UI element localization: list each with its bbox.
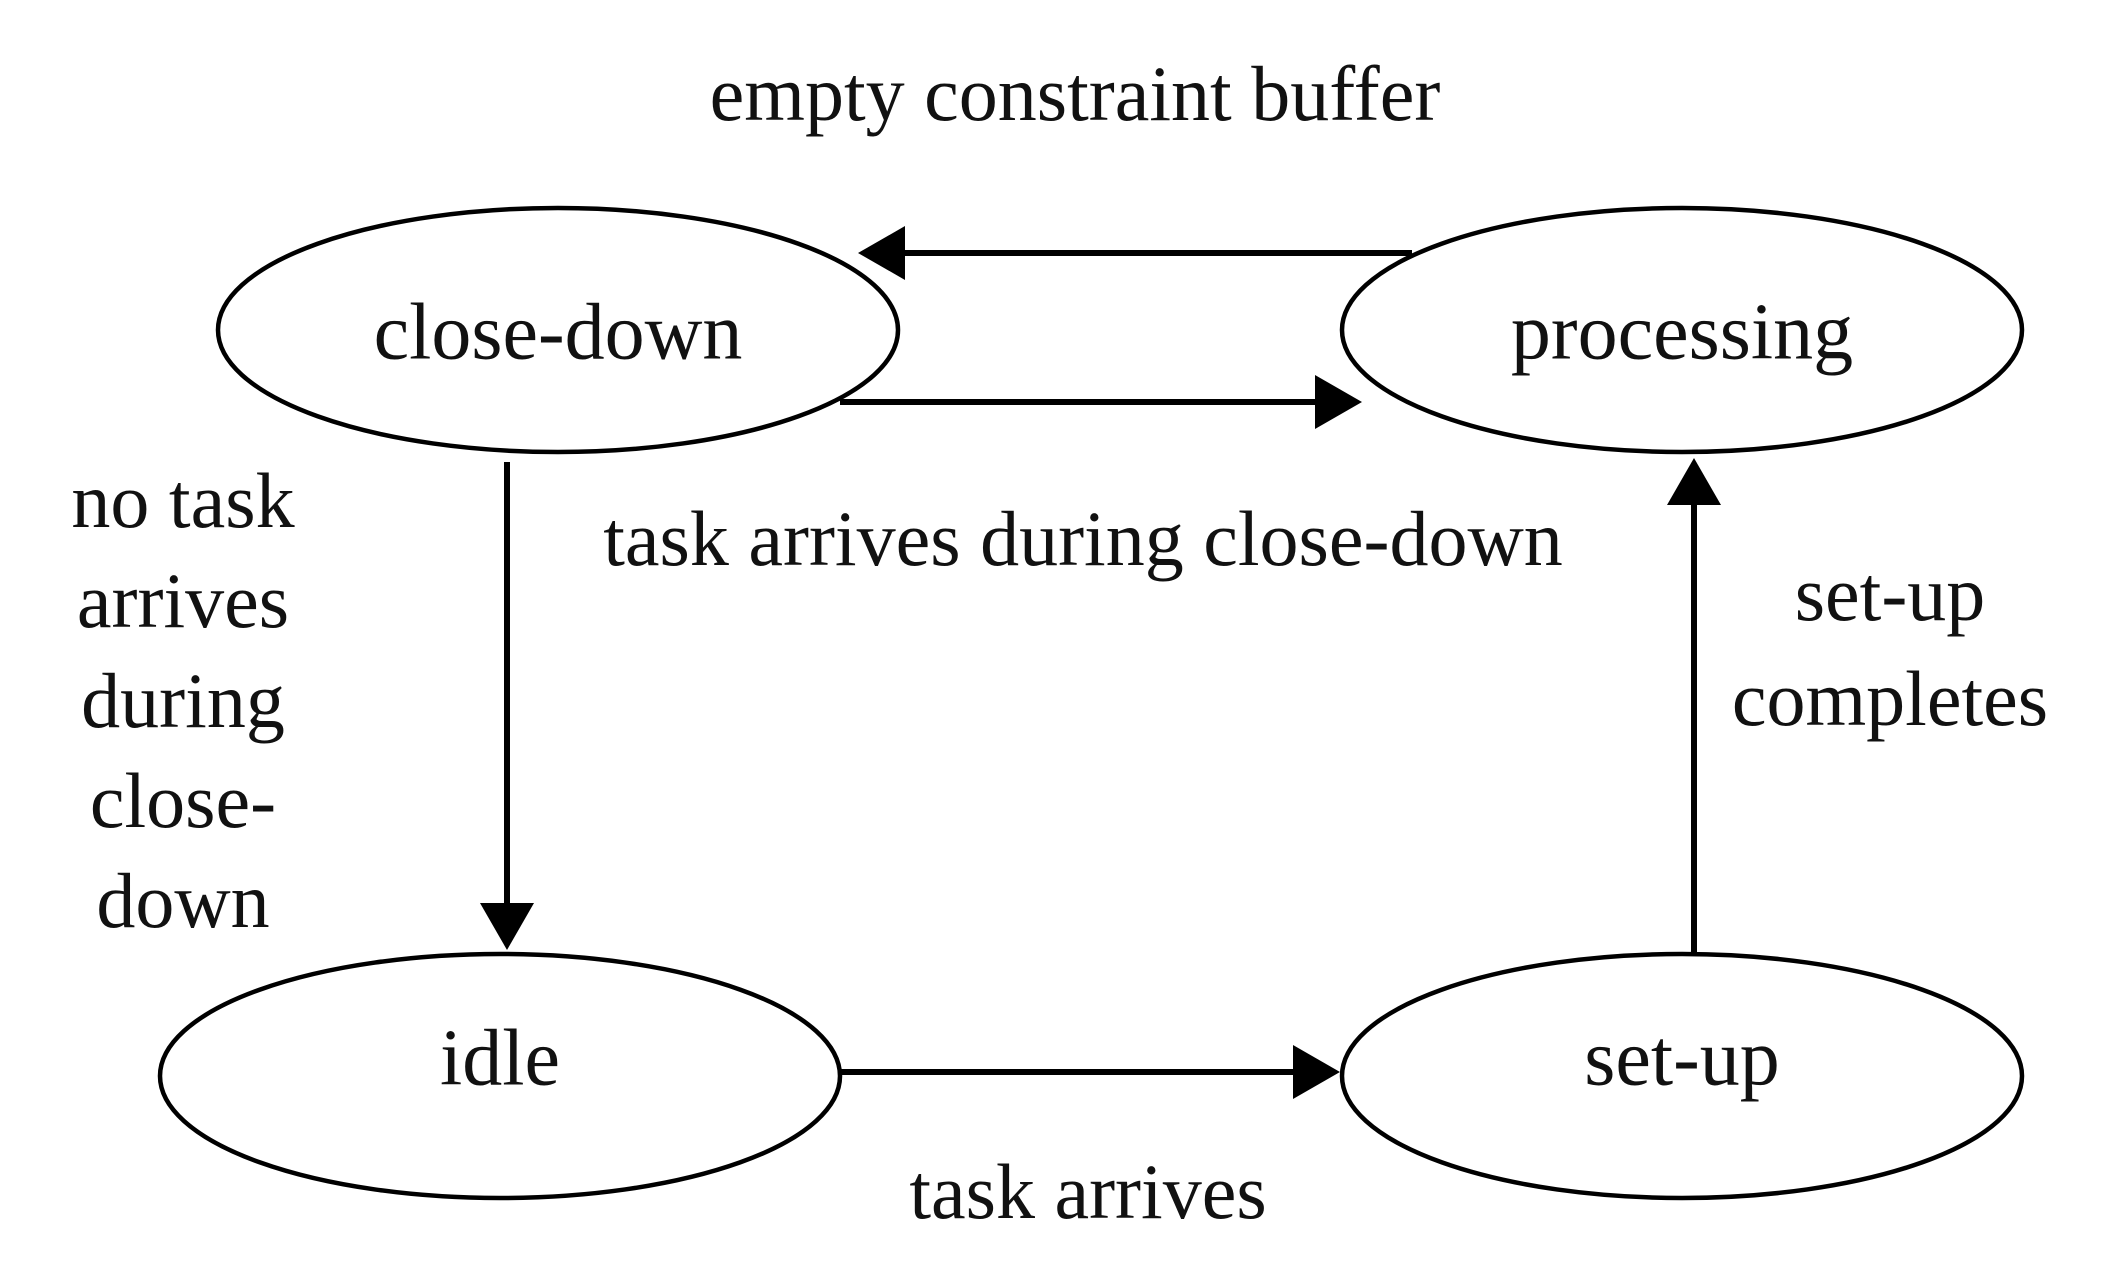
state-processing-label: processing	[1511, 288, 1853, 376]
state-set-up-ellipse	[1339, 951, 2025, 1201]
state-close-down-ellipse	[215, 205, 901, 455]
label-set-up-completes: set-up completes	[1732, 550, 2048, 742]
state-close-down: close-down	[215, 205, 901, 455]
arrowhead	[1667, 458, 1721, 505]
label-set-up-completes-line-1: set-up	[1795, 550, 1986, 637]
arrowhead	[1293, 1045, 1340, 1099]
state-processing-ellipse	[1339, 205, 2025, 455]
state-idle-ellipse	[157, 951, 843, 1201]
state-close-down-label: close-down	[374, 288, 743, 376]
arrowhead	[858, 226, 905, 280]
edge-idle-to-set-up	[838, 1045, 1340, 1099]
label-no-task-line-5: down	[96, 857, 269, 944]
label-no-task-line-2: arrives	[77, 557, 289, 644]
label-empty-constraint-buffer: empty constraint buffer	[710, 50, 1441, 137]
label-no-task-arrives: no task arrives during close- down	[71, 457, 294, 944]
edge-close-down-to-idle	[480, 462, 534, 950]
arrowhead	[1315, 375, 1362, 429]
label-no-task-line-1: no task	[71, 457, 294, 544]
edge-close-down-to-processing	[840, 375, 1362, 429]
state-idle: idle	[157, 951, 843, 1201]
label-task-arrives: task arrives	[909, 1148, 1266, 1235]
state-set-up-label: set-up	[1584, 1014, 1780, 1102]
state-processing: processing	[1339, 205, 2025, 455]
label-no-task-line-3: during	[81, 657, 285, 744]
state-set-up: set-up	[1339, 951, 2025, 1201]
state-idle-label: idle	[440, 1014, 560, 1102]
label-no-task-line-4: close-	[90, 757, 276, 844]
label-task-arrives-during-close-down: task arrives during close-down	[603, 495, 1563, 582]
arrowhead	[480, 903, 534, 950]
label-set-up-completes-line-2: completes	[1732, 655, 2048, 742]
edge-processing-to-close-down	[858, 226, 1412, 280]
edge-set-up-to-processing	[1667, 458, 1721, 958]
